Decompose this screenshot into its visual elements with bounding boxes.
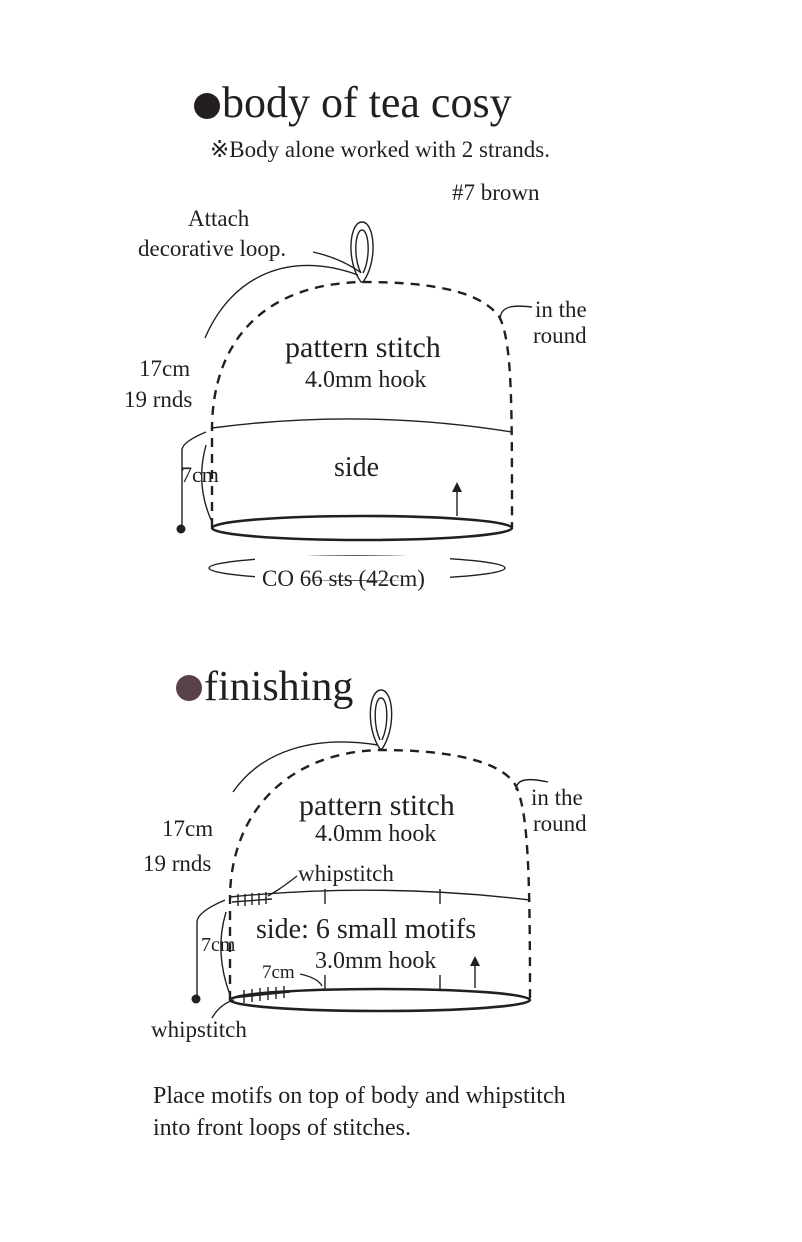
round-label-line1: in the xyxy=(535,297,587,322)
yarn-color-label: #7 brown xyxy=(452,180,540,205)
whipstitch-marks-top xyxy=(231,892,273,906)
attach-leader-line xyxy=(312,251,361,273)
motif-hook-size-label: 3.0mm hook xyxy=(315,948,436,974)
instructions-line2: into front loops of stitches. xyxy=(153,1115,411,1141)
decorative-loop xyxy=(350,221,374,283)
finishing-title-bullet xyxy=(176,675,202,701)
height-arc xyxy=(204,264,359,339)
attach-label-line2: decorative loop. xyxy=(138,236,286,261)
cosy-body-outline xyxy=(210,280,514,528)
finished-pattern-stitch-label: pattern stitch xyxy=(299,789,455,822)
side-divider-line xyxy=(211,418,513,433)
section-finishing: finishing 17cm 19 rnds in the round patt… xyxy=(143,664,587,1141)
title-bullet xyxy=(194,93,220,119)
finished-round-label-line1: in the xyxy=(531,785,583,810)
motif-side-label: side: 6 small motifs xyxy=(256,914,476,945)
whipstitch-top-leader xyxy=(267,875,298,897)
finished-side-height-arc xyxy=(220,911,231,996)
hook-size-label: 4.0mm hook xyxy=(305,367,426,393)
attach-label-line1: Attach xyxy=(188,206,250,231)
finished-side-height-leader xyxy=(196,899,226,997)
round-label-line2: round xyxy=(533,323,587,348)
side-label: side xyxy=(334,452,379,483)
finished-side-height-label: 7cm xyxy=(201,934,236,956)
cast-on-label: CO 66 sts (42cm) xyxy=(262,566,425,591)
motif-width-label: 7cm xyxy=(262,962,295,983)
finished-cosy-base-edge xyxy=(228,987,532,1013)
round-leader-line xyxy=(499,305,533,321)
cosy-base-edge xyxy=(210,514,514,542)
pattern-stitch-label: pattern stitch xyxy=(285,331,441,364)
whipstitch-marks-bottom xyxy=(231,986,291,1003)
motif-divider-ticks xyxy=(324,889,441,990)
finished-round-label-line2: round xyxy=(533,811,587,836)
side-height-label: 7cm xyxy=(181,462,219,487)
decorative-loop-finished xyxy=(369,689,393,750)
section1-note: ※Body alone worked with 2 strands. xyxy=(210,137,550,162)
finished-cosy-outline xyxy=(228,748,532,1001)
section1-title: body of tea cosy xyxy=(222,78,512,127)
whipstitch-top-label: whipstitch xyxy=(298,861,394,886)
section2-title: finishing xyxy=(204,664,353,710)
finished-height-rnds-label: 19 rnds xyxy=(143,851,211,876)
motif-band-top-edge xyxy=(229,889,531,901)
leader-dot xyxy=(176,524,186,534)
finished-round-leader xyxy=(515,778,549,791)
instructions-line1: Place motifs on top of body and whipstit… xyxy=(153,1083,566,1109)
finished-hook-size-label: 4.0mm hook xyxy=(315,821,436,847)
finished-direction-arrowhead xyxy=(470,956,480,966)
side-height-arc xyxy=(201,444,213,523)
height-cm-label: 17cm xyxy=(139,356,190,381)
finished-height-arc xyxy=(232,741,379,793)
height-rnds-label: 19 rnds xyxy=(124,387,192,412)
side-height-leader xyxy=(181,431,207,527)
finished-leader-dot xyxy=(191,994,201,1004)
whipstitch-bottom-leader xyxy=(211,999,235,1019)
finished-height-cm-label: 17cm xyxy=(162,816,213,841)
direction-arrowhead xyxy=(452,482,462,492)
section-body-of-tea-cosy: body of tea cosy ※Body alone worked with… xyxy=(124,78,587,591)
motif-width-leader xyxy=(299,973,323,987)
cast-on-label-bg xyxy=(255,556,450,580)
whipstitch-bottom-label: whipstitch xyxy=(151,1017,247,1042)
